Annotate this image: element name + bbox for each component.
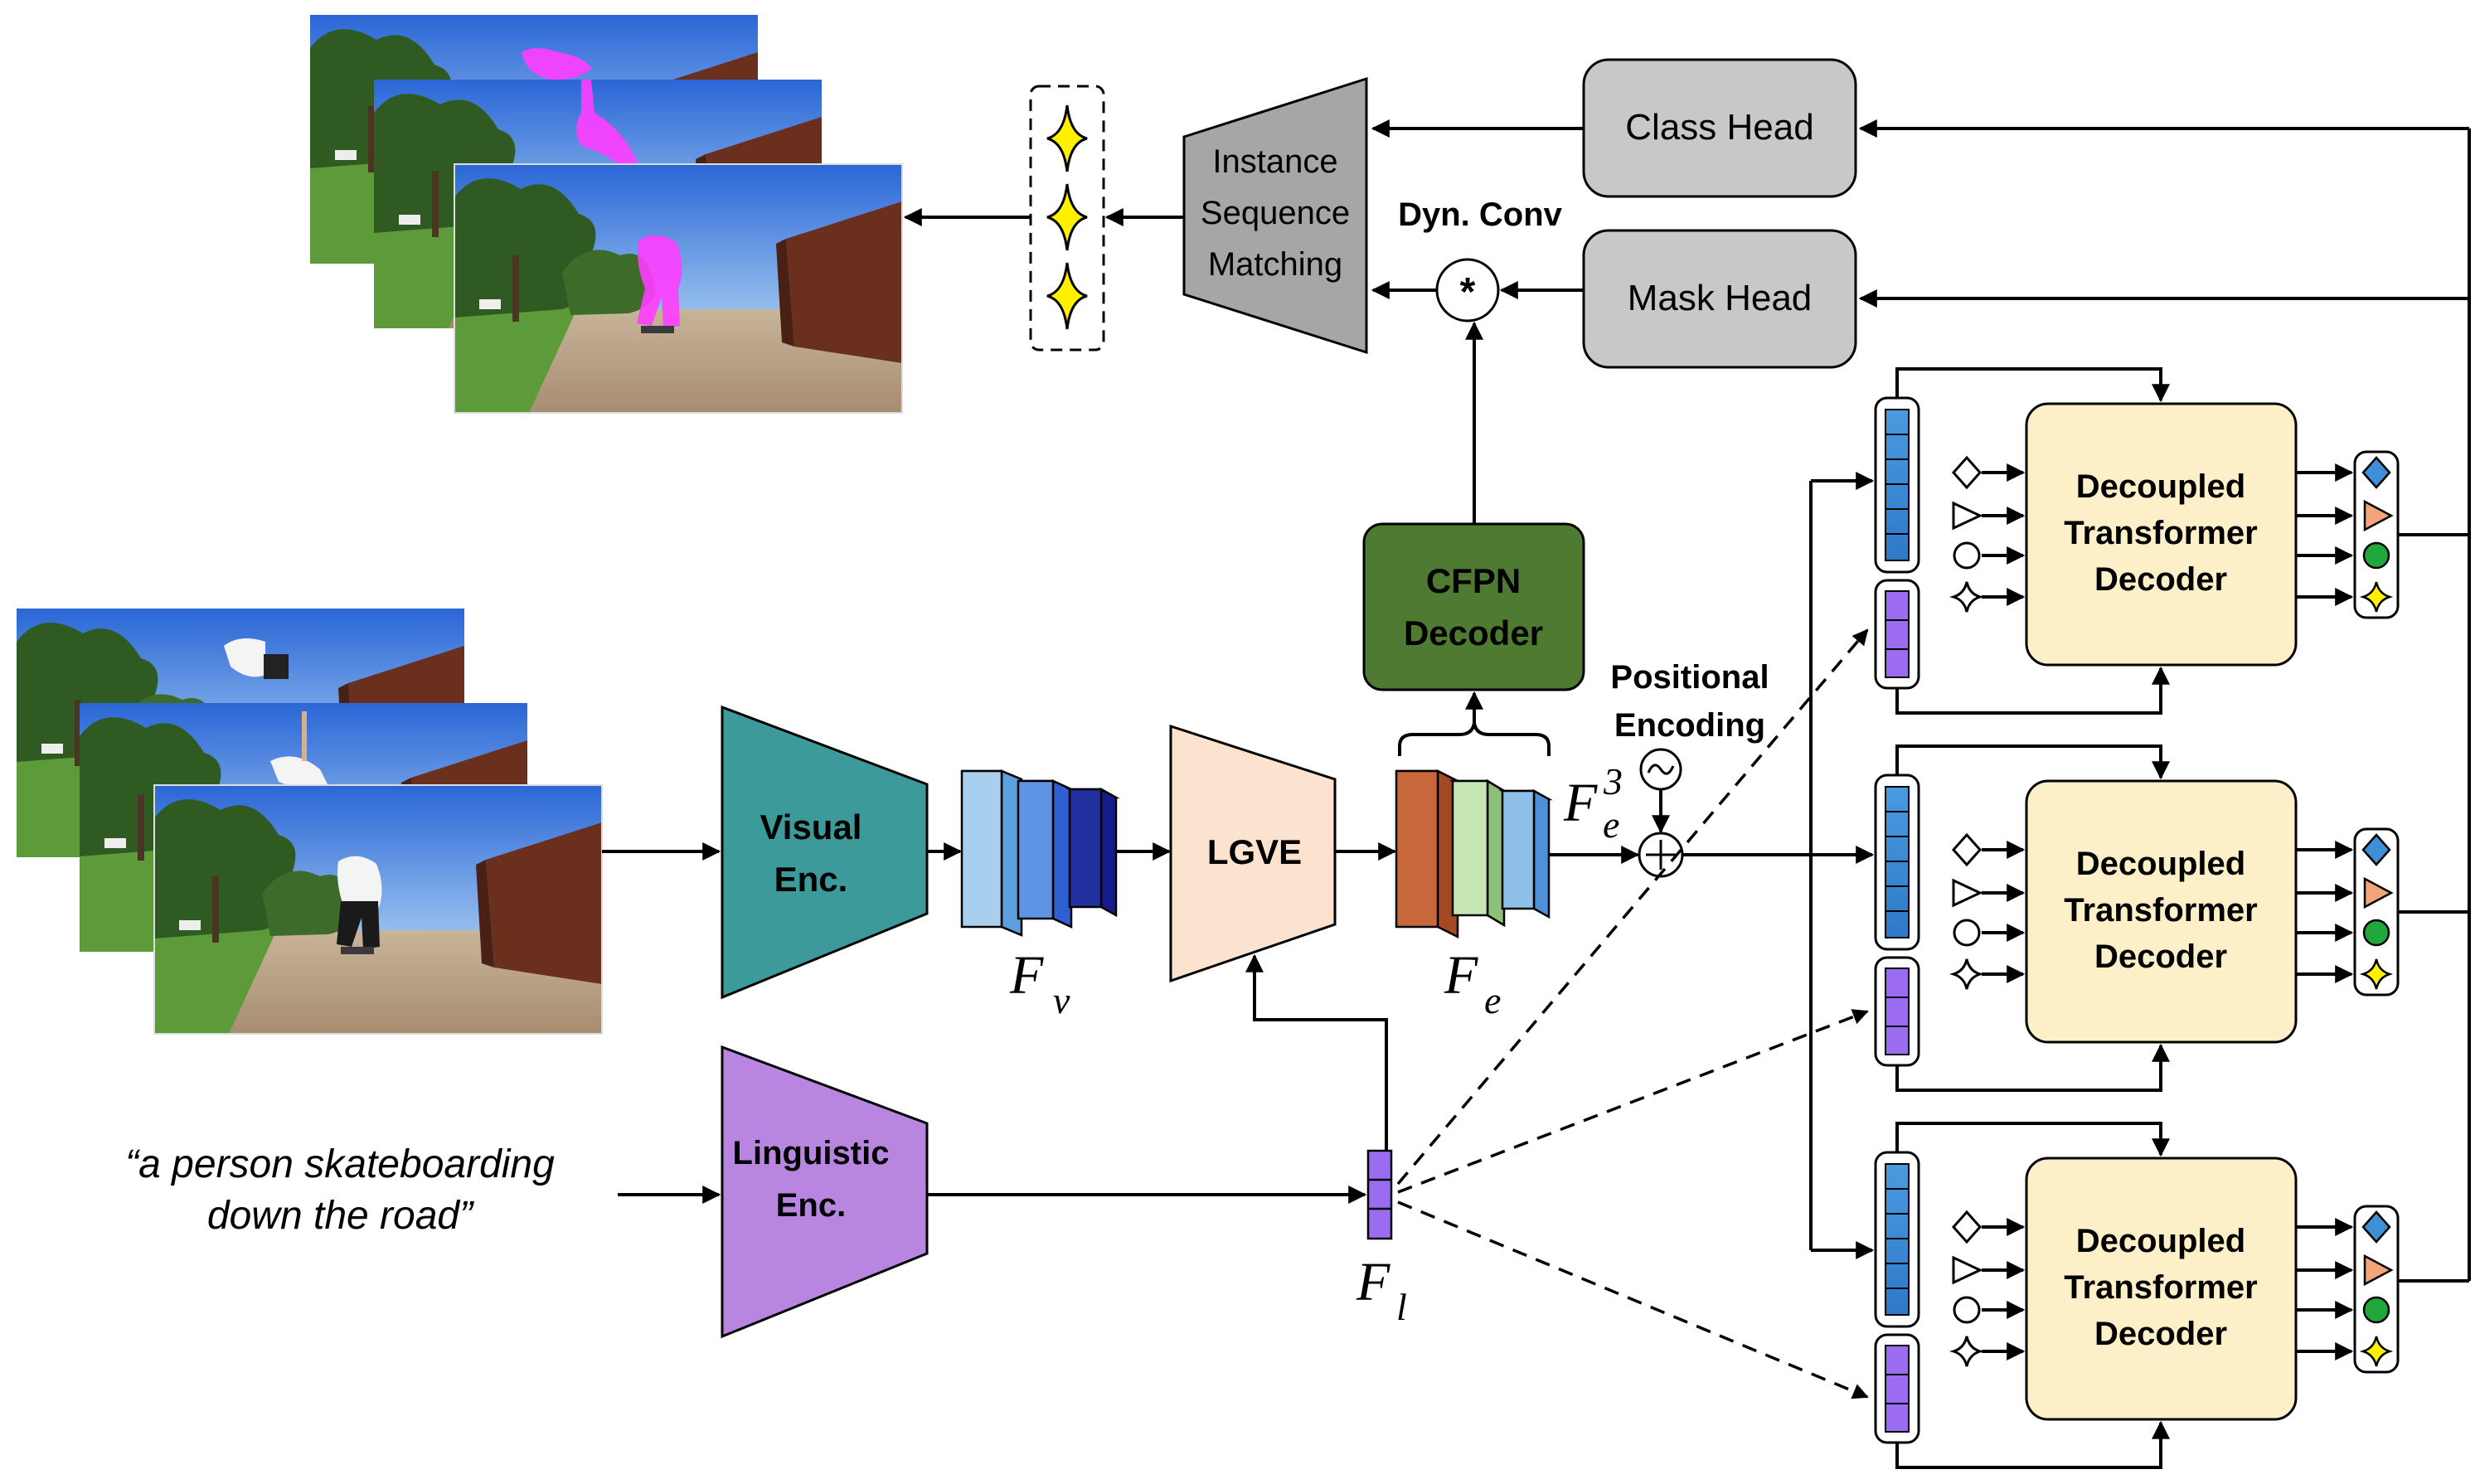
- query-text-line1: “a person skateboarding: [125, 1142, 555, 1186]
- triangle-icon: [1952, 501, 1983, 531]
- class-head-label: Class Head: [1625, 107, 1813, 148]
- star-icon: [1046, 183, 1088, 251]
- svg-text:F: F: [1563, 773, 1598, 833]
- output-frame: [310, 15, 758, 264]
- decoder-block-1: [1874, 396, 2400, 690]
- output-frames: [310, 15, 903, 414]
- input-frames: [17, 609, 603, 1035]
- output-frame: [454, 163, 903, 414]
- decoder-3-label-line3: Decoder: [2094, 1316, 2227, 1352]
- enhanced-features-fe: [1395, 769, 1553, 939]
- conv-operator-symbol: *: [1460, 270, 1476, 314]
- visual-features-fv: [960, 769, 1120, 937]
- output-frame: [374, 80, 822, 328]
- fv-label: F v: [1009, 945, 1070, 1021]
- visual-enc-label-line2: Enc.: [774, 860, 848, 899]
- linguistic-enc-label-line2: Enc.: [776, 1187, 846, 1224]
- visual-enc-label-line1: Visual: [760, 807, 862, 846]
- mask-head: [1582, 229, 1857, 369]
- decoder-2-label-line3: Decoder: [2094, 938, 2227, 975]
- diamond-icon: [1951, 455, 1983, 490]
- svg-text:3: 3: [1603, 760, 1623, 803]
- cfpn-decoder: [1362, 522, 1585, 691]
- fl-label: F l: [1356, 1252, 1407, 1328]
- linguistic-encoder: [721, 1045, 929, 1339]
- decoder-3-label-line1: Decoupled: [2076, 1223, 2245, 1259]
- cfpn-label-line2: Decoder: [1404, 613, 1543, 652]
- star-icon: [1046, 104, 1088, 172]
- input-frame: [17, 609, 464, 857]
- dyn-conv-label: Dyn. Conv: [1398, 196, 1563, 233]
- svg-text:e: e: [1603, 803, 1619, 846]
- fe-label: F e: [1444, 945, 1501, 1021]
- cfpn-label-line1: CFPN: [1426, 561, 1521, 600]
- svg-text:e: e: [1484, 979, 1501, 1021]
- svg-text:F: F: [1444, 945, 1478, 1006]
- instance-matching-label-line2: Sequence: [1201, 195, 1350, 231]
- decoder-3-label-line2: Transformer: [2064, 1269, 2257, 1306]
- linguistic-enc-label-line1: Linguistic: [733, 1135, 890, 1171]
- decoder-1-label-line3: Decoder: [2094, 561, 2227, 598]
- svg-text:F: F: [1356, 1252, 1390, 1312]
- positional-encoding-label-line1: Positional: [1610, 659, 1769, 696]
- svg-text:l: l: [1396, 1286, 1407, 1328]
- fe3-label: F e 3: [1563, 760, 1623, 846]
- decoder-1-label-line2: Transformer: [2064, 515, 2257, 551]
- svg-text:v: v: [1053, 979, 1070, 1021]
- feature-brace: [1398, 722, 1551, 756]
- input-frame: [80, 703, 527, 952]
- input-frame: [153, 784, 603, 1035]
- lgve-label: LGVE: [1207, 832, 1302, 871]
- visual-encoder: [721, 705, 929, 1000]
- instance-matching-label-line1: Instance: [1212, 143, 1337, 180]
- circle-icon: [1953, 541, 1981, 570]
- star-icon: [1046, 262, 1088, 330]
- decoder-2-label-line1: Decoupled: [2076, 846, 2245, 882]
- decoder-2-label-line2: Transformer: [2064, 892, 2257, 929]
- lgve-module: [1169, 724, 1337, 983]
- linguistic-feature-fl: [1366, 1149, 1393, 1240]
- sparkle-icon: [1949, 581, 1985, 613]
- instance-sequence-matching: [1182, 76, 1368, 355]
- query-text-line2: down the road”: [207, 1194, 474, 1238]
- positional-encoding-label-line2: Encoding: [1614, 707, 1765, 744]
- connectors: [602, 119, 2471, 1469]
- svg-text:F: F: [1009, 945, 1044, 1006]
- decoder-1-label-line1: Decoupled: [2076, 468, 2245, 505]
- mask-head-label: Mask Head: [1628, 278, 1813, 318]
- linguistic-query-connectors: [1396, 628, 1869, 1399]
- instance-matching-label-line3: Matching: [1208, 246, 1342, 283]
